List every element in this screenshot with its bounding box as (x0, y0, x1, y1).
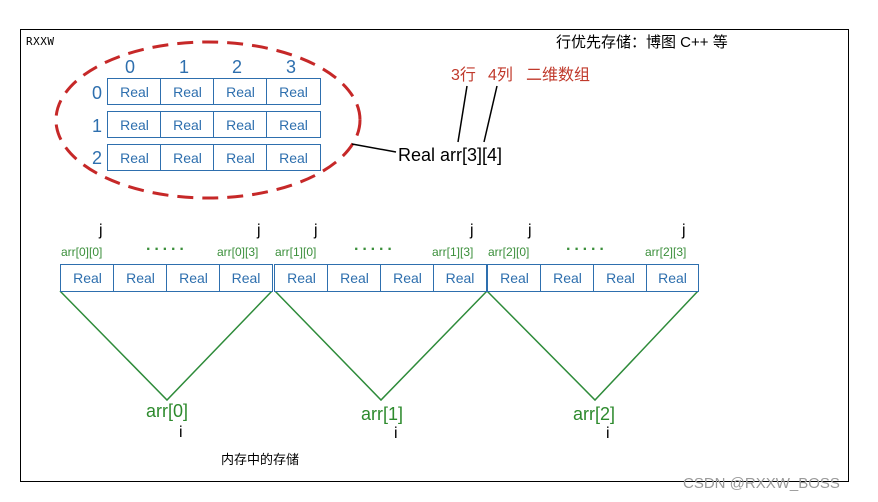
matrix-cell: Real (107, 111, 162, 138)
array-kind-annotation: 二维数组 (526, 67, 591, 84)
row-label: arr[1] (361, 404, 404, 424)
element-label: arr[2][0] (488, 245, 530, 259)
row-index: 0 (92, 83, 103, 103)
ellipsis: ····· (354, 241, 396, 258)
i-marker: i (179, 424, 183, 441)
cols-annotation: 4列 (488, 67, 513, 84)
row-2-funnel (486, 290, 699, 402)
element-label: arr[1][0] (275, 245, 317, 259)
memory-cell: Real (433, 264, 487, 292)
ellipsis: ····· (566, 241, 608, 258)
element-label: arr[1][3] (432, 245, 474, 259)
declaration-pointer-line (351, 143, 397, 153)
element-label: arr[0][0] (61, 245, 103, 259)
watermark: CSDN @RXXW_BOSS (683, 475, 840, 492)
row-1-funnel (274, 290, 488, 402)
matrix-cell: Real (213, 78, 268, 105)
diagram-title: 行优先存储：博图 C++ 等 (556, 34, 728, 51)
memory-cell: Real (166, 264, 221, 292)
matrix-cell: Real (107, 78, 162, 105)
j-marker: j (682, 222, 686, 239)
memory-cell: Real (274, 264, 329, 292)
diagram-frame (20, 29, 849, 482)
row-label: arr[2] (573, 404, 616, 424)
memory-caption: 内存中的存储 (221, 452, 300, 467)
element-label: arr[0][3] (217, 245, 259, 259)
matrix-highlight-ellipse (54, 40, 362, 200)
matrix-cell: Real (160, 111, 215, 138)
array-declaration: Real arr[3][4] (398, 145, 503, 165)
column-index: 2 (232, 57, 243, 77)
row-0-funnel (59, 290, 273, 402)
memory-cell: Real (219, 264, 273, 292)
j-marker: j (99, 222, 103, 239)
memory-cell: Real (113, 264, 168, 292)
rows-pointer-line (457, 85, 468, 143)
memory-cell: Real (380, 264, 435, 292)
row-label: arr[0] (146, 401, 189, 421)
matrix-cell: Real (266, 144, 321, 171)
memory-cell: Real (487, 264, 542, 292)
column-index: 0 (125, 57, 136, 77)
i-marker: i (394, 425, 398, 442)
j-marker: j (257, 222, 261, 239)
column-index: 1 (179, 57, 190, 77)
brand-mark: RXXW (26, 35, 55, 48)
cols-pointer-line (483, 85, 498, 143)
j-marker: j (314, 222, 318, 239)
row-index: 2 (92, 148, 103, 168)
i-marker: i (606, 425, 610, 442)
memory-cell: Real (540, 264, 595, 292)
j-marker: j (470, 222, 474, 239)
matrix-cell: Real (213, 144, 268, 171)
matrix-cell: Real (107, 144, 162, 171)
memory-cell: Real (646, 264, 699, 292)
matrix-cell: Real (266, 111, 321, 138)
column-index: 3 (286, 57, 297, 77)
memory-cell: Real (60, 264, 115, 292)
memory-cell: Real (593, 264, 648, 292)
matrix-cell: Real (160, 144, 215, 171)
matrix-cell: Real (160, 78, 215, 105)
rows-annotation: 3行 (451, 67, 476, 84)
memory-cell: Real (327, 264, 382, 292)
matrix-cell: Real (266, 78, 321, 105)
element-label: arr[2][3] (645, 245, 687, 259)
row-index: 1 (92, 116, 103, 136)
ellipsis: ····· (146, 241, 188, 258)
j-marker: j (528, 222, 532, 239)
matrix-cell: Real (213, 111, 268, 138)
